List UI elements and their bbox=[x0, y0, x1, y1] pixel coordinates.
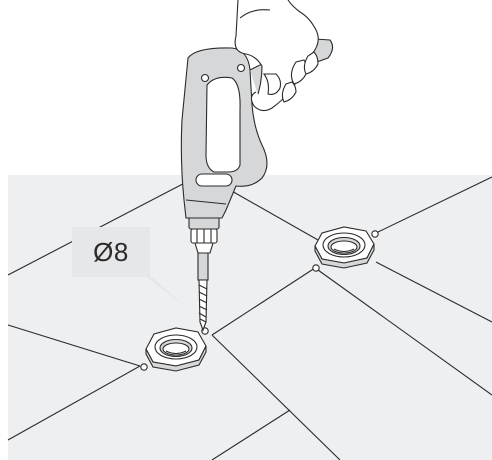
tile-grid bbox=[7, 174, 492, 460]
nut-icon bbox=[314, 226, 375, 269]
hand-icon bbox=[234, 0, 319, 112]
drill-bit-icon bbox=[197, 251, 209, 332]
drill-bit-diameter-label: Ø8 bbox=[93, 236, 129, 267]
nut-icon bbox=[145, 327, 207, 372]
floor-panel bbox=[8, 175, 492, 460]
callout-box bbox=[72, 227, 184, 305]
